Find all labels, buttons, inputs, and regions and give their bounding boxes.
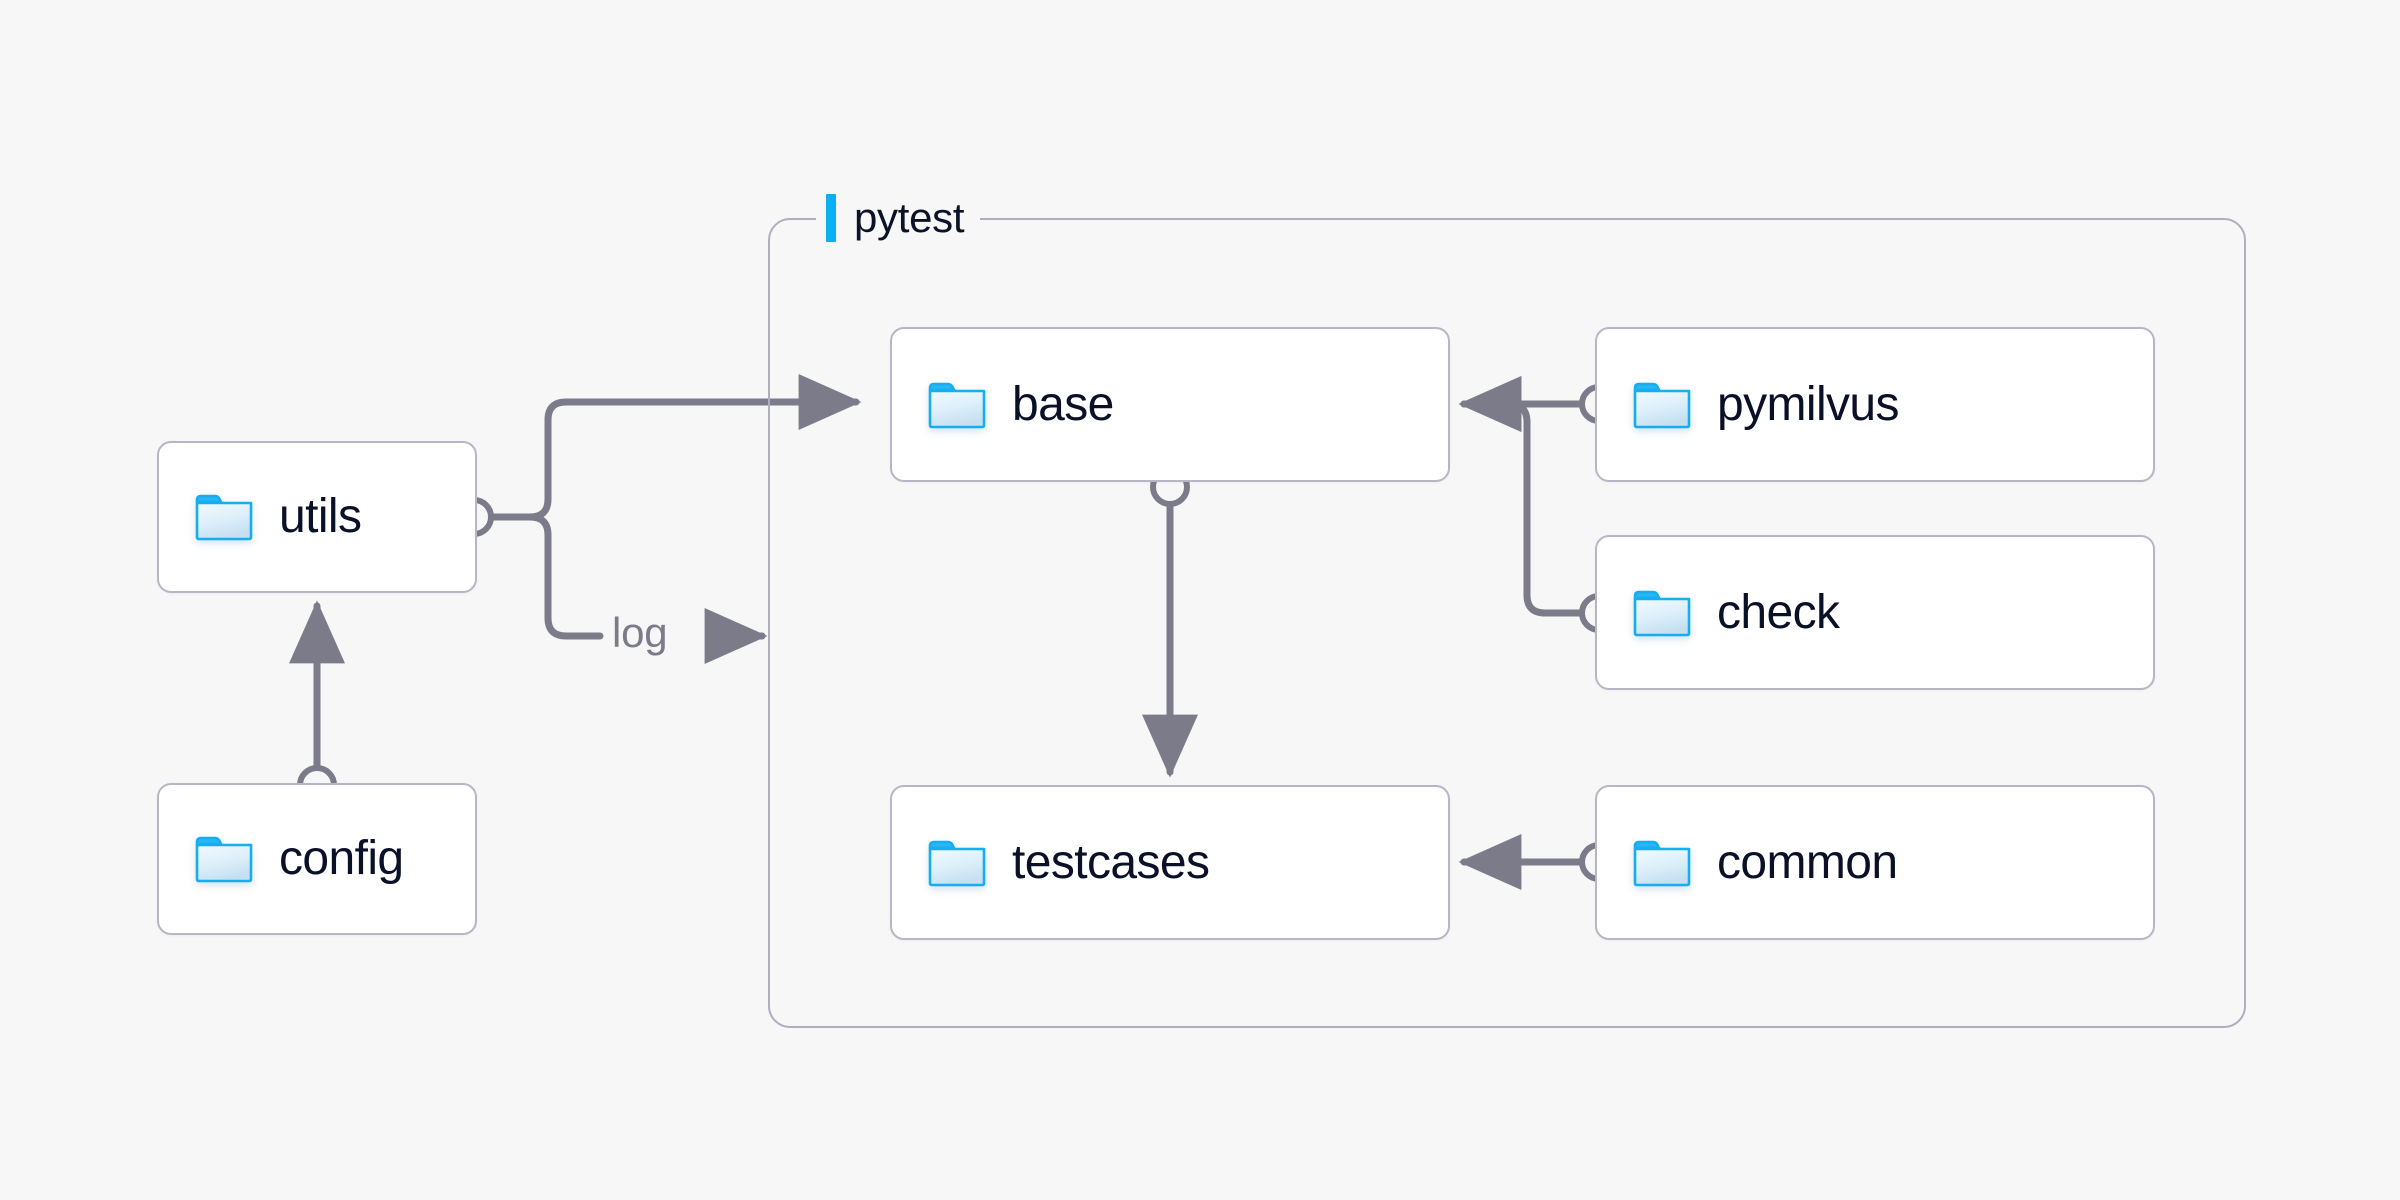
node-label-check: check (1717, 585, 1840, 639)
folder-icon-utils (195, 493, 253, 541)
folder-icon-common (1633, 839, 1691, 887)
node-label-testcases: testcases (1012, 835, 1210, 889)
node-pymilvus[interactable]: pymilvus (1595, 327, 2155, 482)
group-label-text: pytest (854, 194, 965, 241)
node-config[interactable]: config (157, 783, 477, 935)
folder-icon-testcases (928, 839, 986, 887)
folder-icon-config (195, 835, 253, 883)
node-check[interactable]: check (1595, 535, 2155, 690)
group-box-pytest[interactable] (768, 218, 2246, 1028)
node-label-pymilvus: pymilvus (1717, 377, 1900, 431)
folder-icon-base (928, 381, 986, 429)
edge-utils-to-log (486, 513, 604, 640)
node-base[interactable]: base (890, 327, 1450, 482)
group-accent-bar (826, 194, 836, 242)
folder-icon-check (1633, 589, 1691, 637)
node-label-config: config (279, 832, 404, 885)
node-utils[interactable]: utils (157, 441, 477, 593)
folder-icon-pymilvus (1633, 381, 1691, 429)
node-common[interactable]: common (1595, 785, 2155, 940)
node-label-base: base (1012, 377, 1114, 431)
node-label-common: common (1717, 835, 1898, 889)
node-testcases[interactable]: testcases (890, 785, 1450, 940)
node-label-utils: utils (279, 490, 362, 543)
group-label-pytest: pytest (816, 191, 981, 245)
edge-label-log: log (612, 609, 668, 656)
